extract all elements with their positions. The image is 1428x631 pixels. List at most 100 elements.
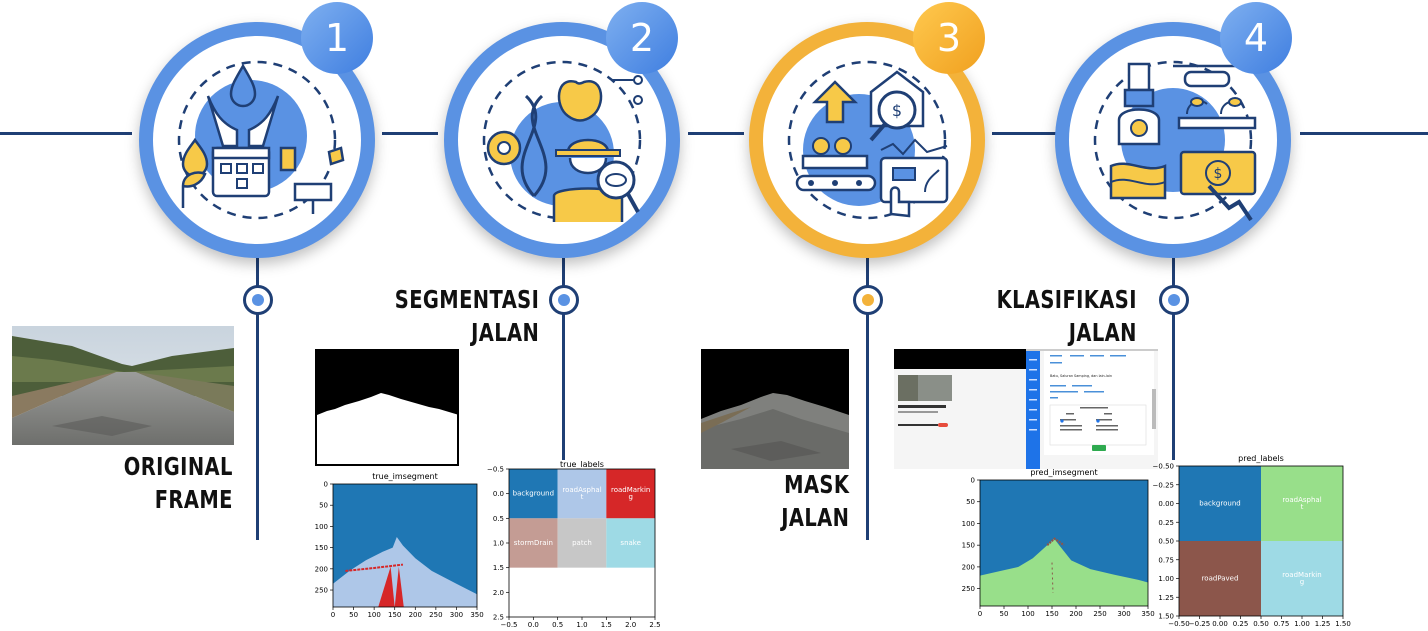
- cell-label-text: t: [581, 493, 584, 501]
- cell-label-text: background: [1199, 500, 1240, 508]
- segment-marking-ridge: [1046, 537, 1065, 547]
- chart-title-true-labels: true_labels: [560, 460, 604, 469]
- x-tick-label: 350: [470, 611, 483, 619]
- timeline-node-4: [1159, 285, 1189, 315]
- y-tick-label: 1.5: [493, 564, 504, 572]
- x-tick-label: 1.5: [601, 621, 612, 629]
- x-tick-label: 300: [1117, 610, 1130, 618]
- label-cell: [606, 469, 655, 519]
- y-tick-label: 1.0: [493, 540, 504, 548]
- y-tick-label: 1.00: [1158, 575, 1174, 583]
- x-tick-label: 350: [1141, 610, 1154, 618]
- label-cell: [509, 469, 558, 519]
- stem-1: [256, 258, 259, 540]
- cell-label-text: snake: [620, 539, 640, 547]
- cell-label-text: roadAsphal: [562, 486, 601, 494]
- x-tick-label: 0: [331, 611, 335, 619]
- x-tick-label: −0.25: [1189, 620, 1210, 628]
- cell-label-text: roadPaved: [1202, 575, 1239, 583]
- chart-title-true-imsegment: true_imsegment: [372, 472, 438, 481]
- cell-label-text: background: [513, 490, 554, 498]
- x-tick-label: 1.0: [576, 621, 587, 629]
- segment-marking-line: [345, 563, 404, 572]
- x-tick-label: 0: [978, 610, 982, 618]
- cell-label-text: g: [1300, 578, 1304, 586]
- label-cell: [1261, 466, 1343, 541]
- x-tick-label: 150: [388, 611, 401, 619]
- timeline-line-right: [1300, 132, 1428, 135]
- step-1-badge: 1: [301, 2, 373, 74]
- segment-marking-right: [394, 566, 404, 607]
- x-tick-label: 300: [450, 611, 463, 619]
- y-tick-label: 150: [962, 542, 975, 550]
- chart-title-pred-imsegment: pred_imsegment: [1030, 468, 1098, 477]
- y-tick-label: 0.00: [1158, 500, 1174, 508]
- timeline-line-3-4: [992, 132, 1058, 135]
- y-tick-label: −0.5: [487, 466, 504, 474]
- x-tick-label: 1.00: [1294, 620, 1310, 628]
- cell-label-text: stormDrain: [514, 539, 553, 547]
- y-tick-label: 200: [315, 565, 328, 573]
- label-cell: [1179, 541, 1261, 616]
- label-cell: [509, 518, 558, 568]
- water-hands-farm-icon: [177, 60, 345, 220]
- masked-road-photo: [701, 349, 849, 469]
- plot-frame: [979, 479, 1149, 607]
- cell-label-text: roadMarkin: [1282, 571, 1321, 579]
- timeline-line-1-2: [382, 132, 438, 135]
- label-cell: [557, 518, 607, 568]
- x-tick-label: 2.0: [625, 621, 636, 629]
- segment-marking-left: [378, 566, 395, 607]
- segment-marking-center: [1051, 562, 1054, 593]
- y-tick-label: −0.50: [1153, 463, 1174, 471]
- x-tick-label: 0.00: [1212, 620, 1228, 628]
- y-tick-label: 2.5: [493, 614, 504, 622]
- y-tick-label: 100: [962, 520, 975, 528]
- y-tick-label: 0.25: [1158, 519, 1174, 527]
- cell-label-text: roadMarkin: [611, 486, 650, 494]
- timeline-line-left: [0, 132, 132, 135]
- step-1-circle: [139, 22, 375, 258]
- y-tick-label: 150: [315, 544, 328, 552]
- stem-4: [1172, 258, 1175, 460]
- svg-text:$: $: [1214, 166, 1223, 182]
- y-tick-label: 50: [319, 502, 328, 510]
- y-tick-label: 0.75: [1158, 556, 1174, 564]
- y-tick-label: −0.25: [1153, 481, 1174, 489]
- step-4-circle: $: [1055, 22, 1291, 258]
- x-tick-label: 200: [1069, 610, 1082, 618]
- svg-text:$: $: [892, 101, 902, 120]
- step-2-badge: 2: [606, 2, 678, 74]
- cell-label-text: patch: [572, 539, 592, 547]
- cell-label-text: g: [628, 493, 632, 501]
- x-tick-label: 100: [367, 611, 380, 619]
- cell-label-text: t: [1301, 503, 1304, 511]
- x-tick-label: 1.50: [1335, 620, 1351, 628]
- conveyor-finance-icon: $: [787, 60, 949, 220]
- label-cell: [557, 469, 607, 519]
- x-tick-label: 0.0: [528, 621, 539, 629]
- y-tick-label: 200: [962, 563, 975, 571]
- drone-money-icon: $: [1093, 60, 1257, 222]
- x-tick-label: 150: [1045, 610, 1058, 618]
- timeline-node-2: [549, 285, 579, 315]
- y-tick-label: 0: [971, 477, 975, 485]
- y-tick-label: 0.5: [493, 515, 504, 523]
- x-tick-label: 0.75: [1274, 620, 1290, 628]
- stem-3: [866, 258, 869, 540]
- x-tick-label: −0.5: [501, 621, 518, 629]
- timeline-line-2-3: [688, 132, 744, 135]
- timeline-node-3: [853, 285, 883, 315]
- y-tick-label: 0.50: [1158, 538, 1174, 546]
- y-tick-label: 50: [966, 498, 975, 506]
- label-cell: [606, 518, 655, 568]
- x-tick-label: 50: [349, 611, 358, 619]
- step-3-badge: 3: [913, 2, 985, 74]
- timeline-node-1: [243, 285, 273, 315]
- label-cell: [1261, 541, 1343, 616]
